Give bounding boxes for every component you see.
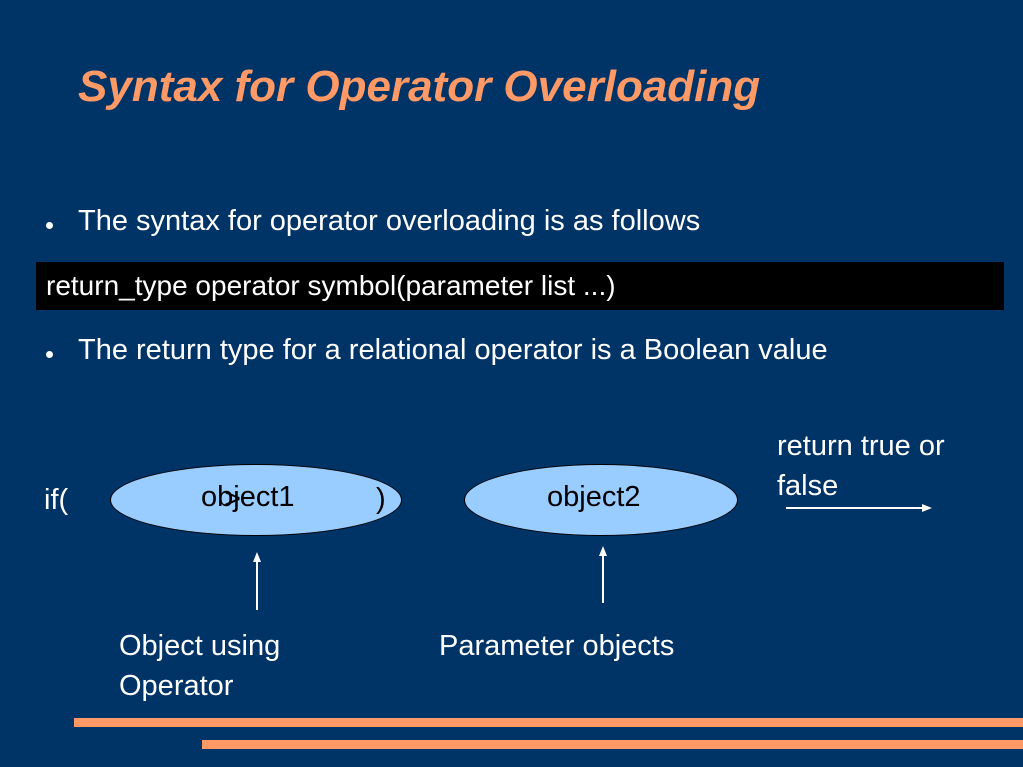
caption-line1: Object using: [119, 630, 281, 662]
if-open-text: if(: [44, 484, 69, 516]
accent-bar-bottom: [202, 740, 1023, 749]
object1-ellipse: object1 > ): [110, 464, 402, 536]
right-arrow-icon: [786, 504, 932, 512]
object1-label: object1: [201, 481, 295, 513]
bullet-dot-icon: [46, 351, 53, 358]
caption-line2: Operator: [119, 670, 234, 702]
up-arrow-icon: [253, 552, 261, 610]
bullet-text: The return type for a relational operato…: [78, 334, 828, 366]
operator-mark: >: [224, 483, 241, 515]
accent-bar-top: [74, 718, 1023, 727]
syntax-line: return_type operator symbol(parameter li…: [46, 270, 616, 301]
caption-object-using-operator: Object using Operator: [119, 626, 280, 706]
return-label-line2: false: [777, 470, 839, 502]
bullet-dot-icon: [46, 222, 53, 229]
close-paren: ): [376, 483, 386, 515]
slide-title: Syntax for Operator Overloading: [78, 62, 761, 111]
syntax-code-box: return_type operator symbol(parameter li…: [36, 262, 1004, 310]
object2-ellipse: object2: [464, 464, 738, 536]
bullet-text: The syntax for operator overloading is a…: [78, 205, 701, 237]
up-arrow-icon: [599, 546, 607, 603]
caption-parameter-objects: Parameter objects: [439, 630, 675, 662]
return-label: return true or false: [777, 426, 945, 506]
object2-label: object2: [547, 481, 641, 513]
return-label-line1: return true or: [777, 430, 945, 462]
